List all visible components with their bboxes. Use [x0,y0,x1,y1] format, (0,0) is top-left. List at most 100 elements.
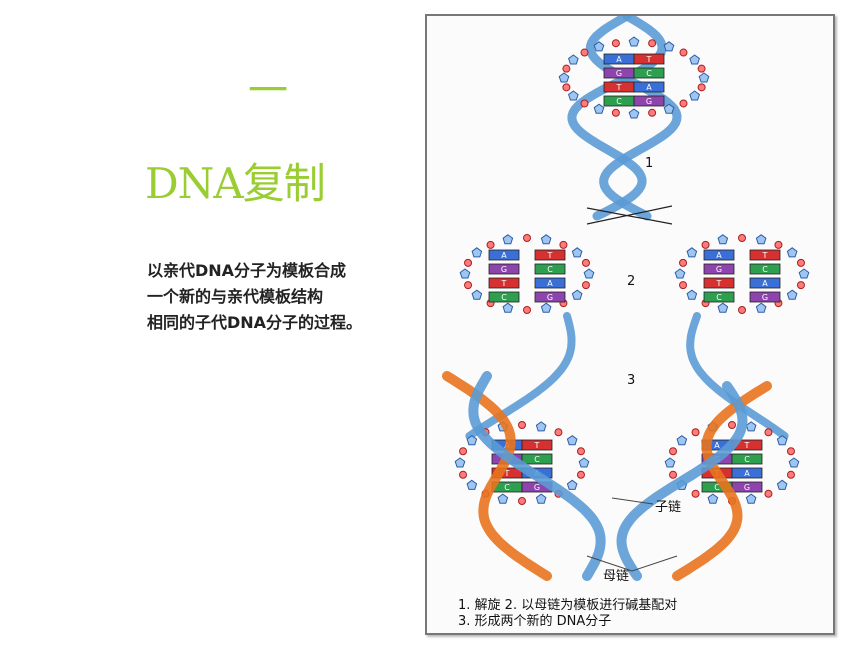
parent-backbone-phosphate [648,108,657,117]
right-template-pair-base [703,263,735,275]
left-template-backbone-phosphate [464,258,473,267]
definition-line: 一个新的与亲代模板结构 [147,287,324,306]
parent-pair-base-letter: A [616,55,622,64]
left-template-pair-base-letter: G [501,265,507,274]
right-template-backbone-phosphate [796,281,805,290]
left-template-backbone-sugar [502,302,514,313]
parent-backbone-sugar [593,41,605,52]
left-daughter-backbone-sugar [578,457,590,468]
caption-line-2: 3. 形成两个新的 DNA分子 [458,614,612,629]
right-template-pair-base-letter: T [762,251,768,260]
right-daughter-backbone-sugar [745,421,757,432]
parent-pair-base-letter: C [646,69,652,78]
parent-strand-top [567,16,667,221]
right-daughter-backbone-phosphate [764,489,773,498]
parent-backbone-sugar [689,54,700,65]
parent-backbone-phosphate [580,99,589,108]
right-template-pair-base [749,291,781,303]
left-template-backbone-phosphate [523,234,531,242]
parent-backbone-sugar [568,54,579,65]
parent-pair-base-letter: C [616,97,622,106]
right-daughter-backbone-sugar [676,435,688,446]
parent-backbone-sugar [593,103,605,114]
definition-text: 以亲代DNA分子为模板合成 一个新的与亲代模板结构 相同的子代DNA分子的过程。 [147,258,417,336]
left-template-pair-base [488,249,520,261]
left-daughter-backbone-sugar [466,479,478,490]
left-template-backbone-phosphate [486,240,495,249]
parent-backbone-sugar [628,108,640,119]
left-template-pair-base-letter: C [547,265,553,274]
right-template-pair-base-letter: A [716,251,722,260]
left-template-backbone-sugar [540,302,552,313]
left-template-pair-base-letter: A [547,279,553,288]
left-daughter-backbone-sugar [535,421,547,432]
parent-pair-base-letter: G [646,97,652,106]
right-template-backbone-sugar [674,268,686,279]
right-daughter-backbone-sugar [776,435,788,446]
left-template-backbone-sugar [471,247,483,258]
left-daughter-backbone-phosphate [518,497,526,505]
left-daughter-backbone-sugar [566,435,578,446]
right-template-pair-base [749,249,781,261]
left-template-backbone-sugar [459,268,471,279]
left-daughter-backbone-phosphate [459,470,468,479]
right-template-backbone-phosphate [796,258,805,267]
mother-label-leader [631,555,678,572]
right-daughter-backbone-sugar [707,493,719,504]
right-template-backbone-phosphate [738,306,746,314]
right-template-backbone-sugar [798,268,810,279]
right-template-backbone-sugar [755,302,767,313]
right-template-pair-base [749,263,781,275]
right-template-pair-base-letter: G [716,265,722,274]
parent-backbone-phosphate [679,48,688,57]
right-template-pair-base-letter: C [716,293,722,302]
definition-line: 相同的子代DNA分子的过程。 [147,313,363,332]
right-daughter-pair-base-letter: C [744,455,750,464]
parent-backbone-sugar [663,41,675,52]
right-daughter-backbone-phosphate [786,447,795,456]
right-daughter-pair-base-letter: A [744,469,750,478]
right-daughter-pair-base [731,467,763,479]
parent-backbone-phosphate [611,39,620,48]
right-daughter-pair-base-letter: T [744,441,750,450]
mother-strand-label: 母链 [603,569,630,584]
parent-backbone-sugar [628,36,640,47]
left-daughter-backbone-phosphate [459,447,468,456]
right-daughter-pair-base-letter: C [714,483,720,492]
left-daughter-backbone-phosphate [576,447,585,456]
parent-backbone-phosphate [580,48,589,57]
parent-pair-base-letter: T [646,55,652,64]
right-daughter-backbone-sugar [664,457,676,468]
left-template-backbone-phosphate [559,240,568,249]
step-label-1: 1 [645,156,654,171]
parent-pair-base-letter: G [616,69,622,78]
step-label-3: 3 [627,373,636,388]
page-title: DNA复制 [145,159,326,208]
left-daughter-pair-base-letter: C [534,455,540,464]
left-template-pair-base [534,263,566,275]
right-template-pair-base-letter: G [762,293,768,302]
left-daughter-pair-base-letter: T [534,441,540,450]
parent-backbone-phosphate [679,99,688,108]
parent-backbone-phosphate [562,64,571,73]
right-template-pair-base [703,249,735,261]
right-template-backbone-sugar [686,289,698,300]
left-template-pair-base [534,249,566,261]
left-template-backbone-phosphate [523,306,531,314]
heading-number: 一 [248,68,288,114]
parent-backbone-phosphate [697,83,706,92]
parent-pair-base-letter: A [646,83,652,92]
left-template-pair-base [534,277,566,289]
parent-pair-base-letter: T [616,83,622,92]
right-parent-strand [686,312,789,440]
unwind-arrow [586,205,673,225]
left-daughter-backbone-phosphate [554,428,563,437]
left-template-pair-base-letter: G [547,293,553,302]
left-mother-strand [468,371,606,581]
parent-pair-base [633,67,665,79]
left-daughter-strand [442,371,552,581]
left-daughter-pair-base-letter: C [504,483,510,492]
parent-backbone-phosphate [611,108,620,117]
left-template-backbone-sugar [502,234,514,245]
